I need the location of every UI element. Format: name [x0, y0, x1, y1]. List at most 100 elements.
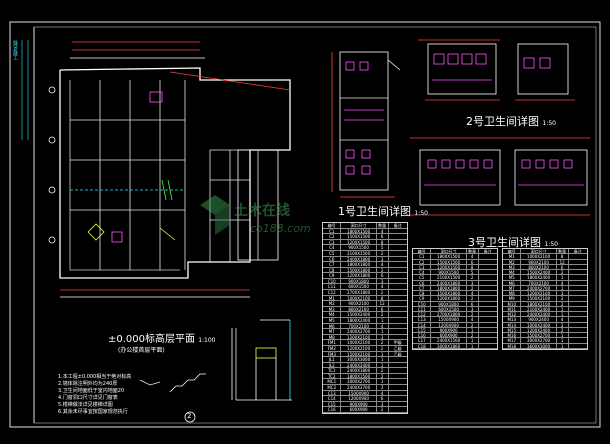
table-cell: 1500X1500: [431, 259, 467, 265]
table-cell: 2: [376, 312, 389, 318]
table-cell: [568, 265, 587, 271]
table-cell: 6: [466, 259, 479, 265]
table-cell: 3600X3000: [521, 343, 557, 349]
table-cell: 1500X2100: [521, 296, 557, 302]
table-cell: [478, 323, 497, 328]
table-cell: C2: [413, 259, 432, 265]
table-cell: [478, 312, 497, 318]
table-cell: 12: [556, 259, 569, 265]
table-cell: [568, 296, 587, 302]
table-cell: [478, 344, 497, 349]
table-cell: [568, 312, 587, 318]
table-cell: 6: [376, 396, 389, 402]
toilet-2-title-text: 2号卫生间详图: [466, 115, 539, 128]
table-cell: 900X2100: [341, 301, 377, 307]
table-cell: 1200X1500: [341, 239, 377, 246]
table-cell: C16: [413, 333, 432, 339]
sheet-border: [9, 21, 601, 428]
table-cell: M7: [503, 285, 522, 292]
table-cell: 1800X1500: [431, 254, 467, 260]
table-cell: [388, 402, 407, 408]
table-cell: 1500X1800: [431, 291, 467, 297]
table-cell: [478, 307, 497, 313]
table-cell: 3: [556, 291, 569, 297]
table-cell: [388, 245, 407, 251]
table-cell: 4: [556, 317, 569, 323]
table-header-cell: 编号: [323, 223, 342, 229]
table-cell: 700X2100: [521, 280, 557, 286]
table-header-cell: 洞口尺寸: [431, 249, 467, 255]
table-cell: 700X2100: [341, 323, 377, 330]
table-cell: C6: [323, 256, 342, 263]
table-cell: 2700X1800: [431, 312, 467, 318]
table-cell: 2: [376, 407, 389, 413]
table-cell: 甲级: [388, 340, 407, 346]
table-cell: 2: [376, 340, 389, 346]
table-cell: M14: [503, 322, 522, 328]
table-cell: 1200X2400: [521, 327, 557, 334]
main-floor-plan: [48, 41, 291, 298]
toilet-2-title: 2号卫生间详图 1:50: [466, 113, 556, 129]
table-cell: 1: [376, 329, 389, 335]
table-cell: TC2: [323, 373, 342, 380]
table-cell: C12: [413, 312, 432, 318]
table-cell: 600X1500: [431, 306, 467, 313]
table-cell: C15: [323, 401, 342, 408]
table-cell: 1: [556, 306, 569, 313]
note-line: 3.卫生间地面低于室内地面20: [58, 388, 125, 394]
note-line: 2.墙体除注明外均为240厚: [58, 381, 118, 387]
table-cell: [568, 302, 587, 307]
table-cell: 900X1800: [431, 301, 467, 307]
table-cell: C10: [413, 301, 432, 307]
table-cell: [388, 251, 407, 257]
table-cell: 1800X1500: [341, 373, 377, 380]
table-cell: C4: [413, 270, 432, 276]
table-cell: [388, 368, 407, 374]
table-cell: 900X1500: [431, 270, 467, 276]
table-cell: M9: [503, 296, 522, 302]
table-cell: 2400X1800: [431, 280, 467, 286]
toilet-3-title: 3号卫生间详图 1:50: [468, 234, 558, 250]
table-cell: 2: [466, 296, 479, 302]
table-cell: M1: [503, 254, 522, 260]
table-header-cell: 编号: [413, 249, 432, 255]
table-cell: 1200X2100: [341, 345, 377, 352]
table-cell: 900X1800: [341, 278, 377, 285]
table-cell: 2: [376, 345, 389, 352]
table-cell: 1200X900: [431, 322, 467, 328]
table-cell: 4: [466, 317, 479, 323]
table-cell: [388, 234, 407, 240]
table-cell: C3: [323, 239, 342, 246]
table-cell: MC1: [323, 379, 342, 386]
table-cell: [568, 260, 587, 265]
table-cell: 1: [376, 362, 389, 369]
table-cell: [388, 407, 407, 413]
inner-frame: [33, 26, 597, 424]
table-cell: M5: [503, 275, 522, 281]
table-cell: 2: [556, 327, 569, 334]
section-number: 2: [187, 412, 192, 420]
table-cell: [388, 312, 407, 318]
table-cell: 6: [556, 264, 569, 271]
table-cell: M5: [323, 318, 342, 324]
table-cell: 1: [376, 318, 389, 324]
table-cell: [568, 291, 587, 297]
table-cell: [568, 344, 587, 349]
table-cell: 2: [376, 267, 389, 274]
note-line: 4.门窗洞口尺寸详见门窗表: [58, 395, 118, 401]
table-cell: 3000X1800: [431, 343, 467, 349]
table-cell: C12: [323, 290, 342, 296]
table-cell: 4: [466, 254, 479, 260]
table-cell: 乙级: [388, 352, 407, 358]
table-cell: [478, 275, 497, 281]
table-cell: 1200X2100: [341, 334, 377, 341]
table-cell: 3: [376, 278, 389, 285]
table-cell: [568, 254, 587, 260]
table-cell: 1: [466, 327, 479, 334]
table-cell: 1800X1500: [341, 228, 377, 235]
toilet-3-title-text: 3号卫生间详图: [468, 236, 541, 249]
table-cell: M7: [323, 329, 342, 335]
title-block-line-text: 工程名称: [13, 40, 19, 60]
table-cell: [478, 265, 497, 271]
